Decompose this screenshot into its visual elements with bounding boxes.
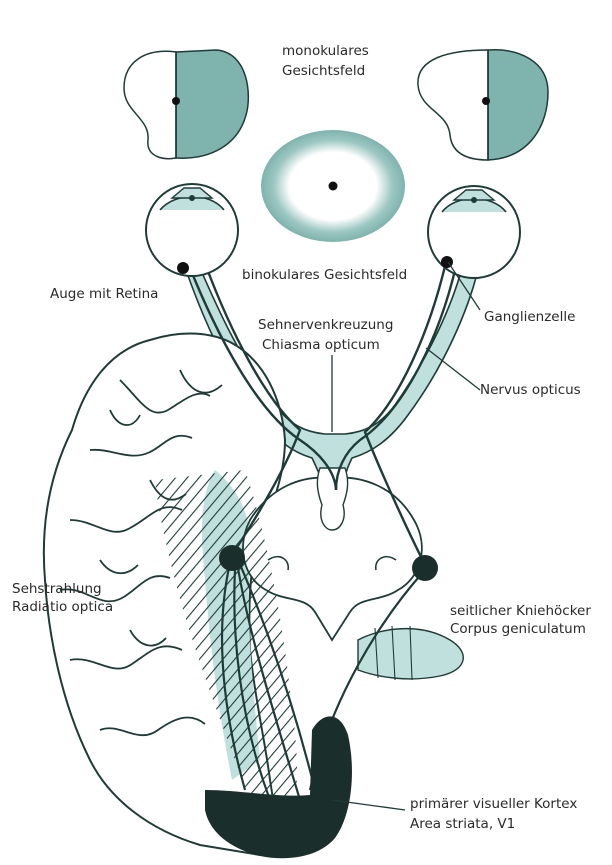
eye-retina-label: Auge mit Retina [50, 285, 158, 303]
visual-cortex-label-line1: primärer visueller Kortex [410, 795, 577, 813]
lgn-right [412, 555, 438, 581]
visual-cortex-label-line2: Area striata, V1 [410, 815, 515, 833]
optic-radiation-label-line1: Sehstrahlung [12, 580, 102, 598]
monocular-field-right [418, 50, 548, 160]
lgn-label-line1: seitlicher Kniehöcker [450, 602, 591, 620]
monocular-field-label-line2: Gesichtsfeld [282, 62, 365, 80]
monocular-field-left [124, 50, 248, 159]
chiasm-label-line2: Chiasma opticum [262, 336, 380, 354]
chiasm-label-line1: Sehnervenkreuzung [258, 316, 393, 334]
eye-right [428, 186, 520, 278]
optic-radiation-label-line2: Radiatio optica [12, 598, 113, 616]
eye-left [146, 184, 238, 276]
optic-nerve-label: Nervus opticus [480, 381, 581, 399]
binocular-field [261, 130, 405, 242]
binocular-field-label: binokulares Gesichtsfeld [242, 266, 407, 284]
monocular-field-label-line1: monokulares [282, 42, 369, 60]
ganglion-cell-label: Ganglienzelle [484, 308, 575, 326]
lgn-left [219, 545, 245, 571]
lgn-label-line2: Corpus geniculatum [450, 620, 586, 638]
